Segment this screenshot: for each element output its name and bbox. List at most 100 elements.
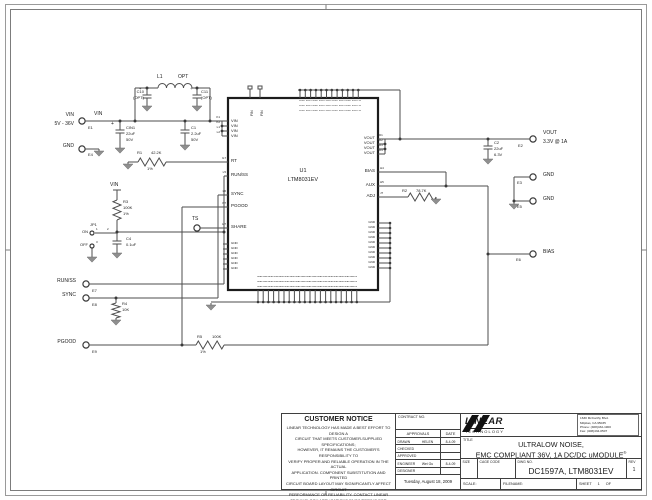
net-bias	[378, 171, 530, 345]
c10-refdes: C10	[136, 89, 144, 94]
ic-gnd-pad-right-9: GND	[368, 260, 375, 264]
c4-value: 0.1uF	[126, 242, 137, 247]
pin-des-k7: K7	[222, 201, 226, 205]
net-label-vin-2: VIN	[110, 182, 119, 188]
date-label: DATE	[440, 430, 460, 437]
input-filter	[134, 83, 211, 121]
approvals-header: APPROVALS DATE	[396, 430, 460, 438]
title-label: TITLE	[463, 438, 473, 442]
sync-turret-label: SYNC	[62, 292, 76, 298]
approvals-block: CONTRACT NO. APPROVALS DATE DRAWN HELEN …	[396, 413, 461, 490]
ic-gnd-pad-right-10: GND	[368, 265, 375, 269]
pin-name-vin2: VIN	[231, 123, 238, 128]
customer-notice-text: LINEAR TECHNOLOGY HAS MADE A BEST EFFORT…	[285, 425, 392, 500]
customer-notice-title: CUSTOMER NOTICE	[304, 416, 373, 423]
ic-refdes: U1	[299, 168, 307, 174]
ic-gnd-pad-right-7: GND	[368, 250, 375, 254]
l1-value: OPT	[178, 74, 189, 80]
pin-name-vout2: VOUT	[363, 140, 375, 145]
dwg-row: SIZE CAGE CODE DWG NO. DC1597A, LTM8031E…	[461, 459, 641, 479]
pin-des-h4: H4	[380, 166, 384, 170]
row-date	[440, 467, 460, 474]
pin-name-runss: RUN/SS	[231, 172, 249, 177]
customer-notice-line: CIRCUIT BOARD LAYOUT MAY SIGNIFICANTLY A…	[285, 480, 392, 492]
net-label-vin: VIN	[94, 111, 103, 117]
customer-notice-line: TECHNOLOGY APPLICATIONS ENGINEERING FOR …	[285, 498, 392, 500]
pin-name-sync: SYNC	[231, 191, 244, 196]
drawing-title-line1: ULTRALOW NOISE,	[518, 440, 584, 449]
pin-des-j7: J7	[380, 191, 384, 195]
customer-notice-line: APPLICATION. COMPONENT SUBSTITUTION AND …	[291, 469, 386, 481]
dwg-no-label: DWG NO.	[517, 460, 533, 464]
pin-name-share: SHARE	[231, 224, 247, 229]
row-date: 8-4-09	[440, 460, 460, 467]
row-label: DRAWN	[397, 439, 411, 444]
contract-no-label: CONTRACT NO.	[396, 414, 460, 430]
pin-name-pgood: PGOOD	[231, 203, 248, 208]
pin-name-aux: AUX	[365, 182, 375, 187]
cin1-value: 22uF	[126, 131, 136, 136]
ts-label: TS	[192, 216, 199, 222]
runss-turret-label: RUN/SS	[57, 278, 76, 284]
c1-voltage: 50V	[191, 137, 199, 142]
ic-gnd-pads-row3: GND GND GND GND GND GND GND GND GND GND …	[257, 286, 357, 288]
customer-notice-line: CIRCUIT THAT MEETS CUSTOMER-SUPPLIED SPE…	[294, 436, 383, 447]
net-pgood	[89, 206, 488, 350]
ic-gnd-pad-right-5: GND	[368, 240, 375, 244]
pin-des-h7: H7	[222, 222, 226, 226]
fin-pins	[247, 85, 263, 98]
turret-ts	[193, 224, 201, 232]
customer-notice-line: PERFORMANCE OR RELIABILITY. CONTACT LINE…	[288, 492, 389, 498]
turret-e3	[529, 173, 537, 181]
turret-ref-e3: E3	[517, 180, 522, 185]
pin-des-d3: D3	[379, 143, 383, 147]
scale-label: SCALE:	[463, 482, 477, 486]
sheet-of-label: OF	[605, 482, 612, 486]
r4-refdes: R4	[122, 301, 128, 306]
pin-name-vin3: VIN	[231, 128, 238, 133]
linear-logo-icon	[462, 415, 490, 432]
r1-value: 42.2K	[151, 150, 162, 155]
ic-gnd-pad-left-3: GND	[231, 251, 238, 255]
row-name	[415, 445, 440, 451]
approvals-label: APPROVALS	[406, 431, 430, 436]
pin-name-fin1: FIN	[250, 110, 254, 116]
approval-row-engineer: ENGINEER Wei Gu 8-4-09	[396, 460, 460, 468]
drawing-title-line2: EMC COMPLIANT 36V, 1A DC/DC uMODULE®	[475, 450, 627, 460]
turret-ref-e6: E6	[516, 257, 521, 262]
pin-des-d1: D1	[379, 133, 383, 137]
ic-gnd-pad-right-6: GND	[368, 245, 375, 249]
jp1-pin-off	[89, 243, 95, 249]
l1-refdes: L1	[157, 74, 163, 80]
pin-des-l5: L5	[222, 170, 226, 174]
ic-gnd-pad-left-1: GND	[231, 241, 238, 245]
approval-row-drawn: DRAWN HELEN 8-4-09	[396, 438, 460, 446]
row-date: 8-4-09	[440, 438, 460, 445]
ic-vout-pads-row3: VOUT VOUT VOUT VOUT VOUT VOUT VOUT VOUT …	[299, 110, 361, 112]
cin1-refdes: CIN1	[126, 125, 136, 130]
turret-ref-e2: E2	[518, 143, 523, 148]
dwg-no-cell: DWG NO. DC1597A, LTM8031EV	[516, 459, 627, 478]
r2-refdes: R2	[402, 188, 408, 193]
rev-label: REV	[628, 460, 636, 464]
pin-name-bias: BIAS	[364, 168, 375, 173]
rev-cell: REV 1	[627, 459, 641, 478]
jp1-pin1: 1	[96, 227, 98, 231]
cage-code-cell: CAGE CODE	[478, 459, 516, 478]
sheet-cell: SHEET 1 OF	[577, 479, 641, 489]
pin-name-fin2: FIN	[260, 110, 264, 116]
ic-gnd-pad-left-6: GND	[231, 266, 238, 270]
ic-gnd-pads-row2: GND GND GND GND GND GND GND GND GND GND …	[257, 281, 357, 283]
r2-value: 78.7K	[416, 188, 427, 193]
ic-gnd-pad-right-4: GND	[368, 235, 375, 239]
pin-name-rt: RT	[231, 158, 237, 163]
pin-name-vin1: VIN	[231, 118, 238, 123]
row-name	[415, 468, 440, 474]
junction-dots	[114, 86, 516, 347]
pin-des-l2: L2	[216, 130, 220, 134]
bias-turret-label: BIAS	[543, 249, 555, 255]
ic-pad-array	[211, 88, 392, 304]
net-gnd-out	[513, 176, 530, 202]
jp1-pin3: 3	[96, 240, 98, 244]
pin-des-l6: L6	[222, 189, 226, 193]
